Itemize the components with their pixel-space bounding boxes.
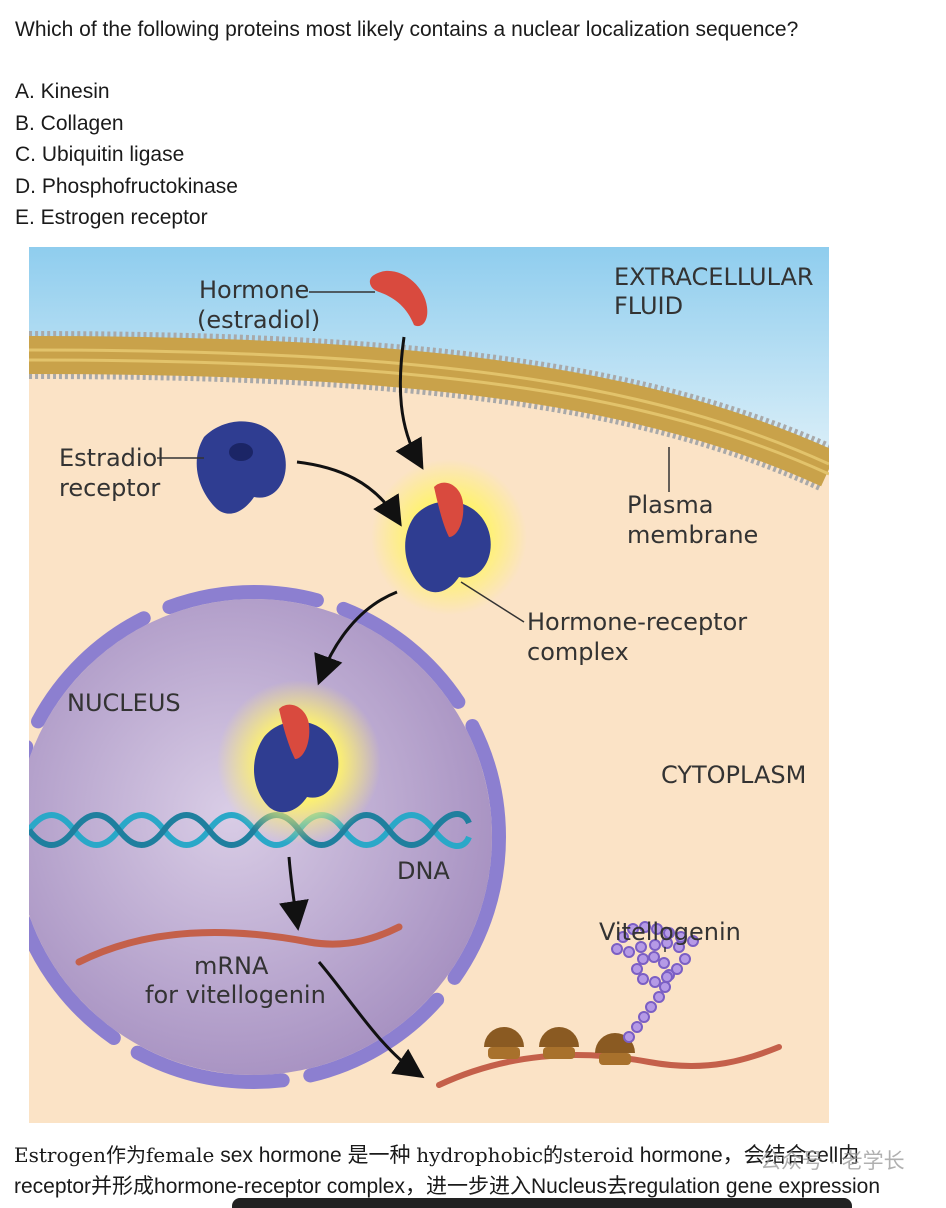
complex-label: Hormone-receptor <box>527 608 747 636</box>
cytoplasmic-mrna <box>436 1044 782 1088</box>
vitellogenin-chain <box>611 921 699 1043</box>
estradiol-receptor <box>196 421 286 514</box>
bottom-toolbar <box>232 1198 852 1208</box>
explanation-part-b: sex hormone 是一种 <box>214 1144 417 1167</box>
pathway-arrows <box>279 336 425 1079</box>
mrna-label: mRNA <box>194 952 269 980</box>
ribosomes <box>484 1027 635 1065</box>
complex-label-2: complex <box>527 638 629 666</box>
question-text: Which of the following proteins most lik… <box>15 18 799 41</box>
receptor-label: Estradiol <box>59 444 164 472</box>
explanation-part-a: Estrogen作为female <box>14 1143 215 1167</box>
vitellogenin-label: Vitellogenin <box>599 918 741 946</box>
option-a: A. Kinesin <box>15 80 110 103</box>
extracellular-label-2: FLUID <box>614 292 683 320</box>
cytoplasm-label: CYTOPLASM <box>661 761 806 789</box>
option-d: D. Phosphofructokinase <box>15 174 238 198</box>
plasma-membrane-label-2: membrane <box>627 521 758 549</box>
explanation-part-c: hydrophobic的steroid <box>416 1143 634 1167</box>
hormone-label-sub: (estradiol) <box>197 306 320 334</box>
option-b: B. Collagen <box>15 111 124 135</box>
estrogen-signaling-diagram: Hormone (estradiol) EXTRACELLULAR FLUID … <box>29 247 829 1123</box>
explanation-line-2: receptor并形成hormone-receptor complex，进一步进… <box>14 1175 881 1198</box>
nucleus-label: NUCLEUS <box>67 689 181 717</box>
mrna-label-2: for vitellogenin <box>145 981 326 1009</box>
explanation-text: Estrogen作为female sex hormone 是一种 hydroph… <box>14 1140 946 1202</box>
extracellular-label: EXTRACELLULAR <box>614 263 814 291</box>
hormone-molecule <box>369 270 428 327</box>
option-e: E. Estrogen receptor <box>15 206 208 229</box>
plasma-membrane-label: Plasma <box>627 491 713 519</box>
mrna-strand <box>75 923 403 966</box>
dna-label: DNA <box>397 857 450 885</box>
answer-options: A. Kinesin B. Collagen C. Ubiquitin liga… <box>15 78 238 236</box>
hormone-label: Hormone <box>199 276 309 304</box>
label-leader-lines <box>157 291 670 952</box>
nuclear-hormone-receptor-complex <box>217 680 381 844</box>
explanation-part-d: hormone，会结合cell内 <box>633 1144 860 1167</box>
hormone-receptor-complex <box>371 459 527 615</box>
option-c: C. Ubiquitin ligase <box>15 143 185 166</box>
explanation-line-1: Estrogen作为female sex hormone 是一种 hydroph… <box>14 1140 946 1171</box>
watermark: 公众号 · 老学长 <box>760 1150 905 1173</box>
receptor-label-2: receptor <box>59 474 160 502</box>
plasma-membrane <box>29 331 829 491</box>
